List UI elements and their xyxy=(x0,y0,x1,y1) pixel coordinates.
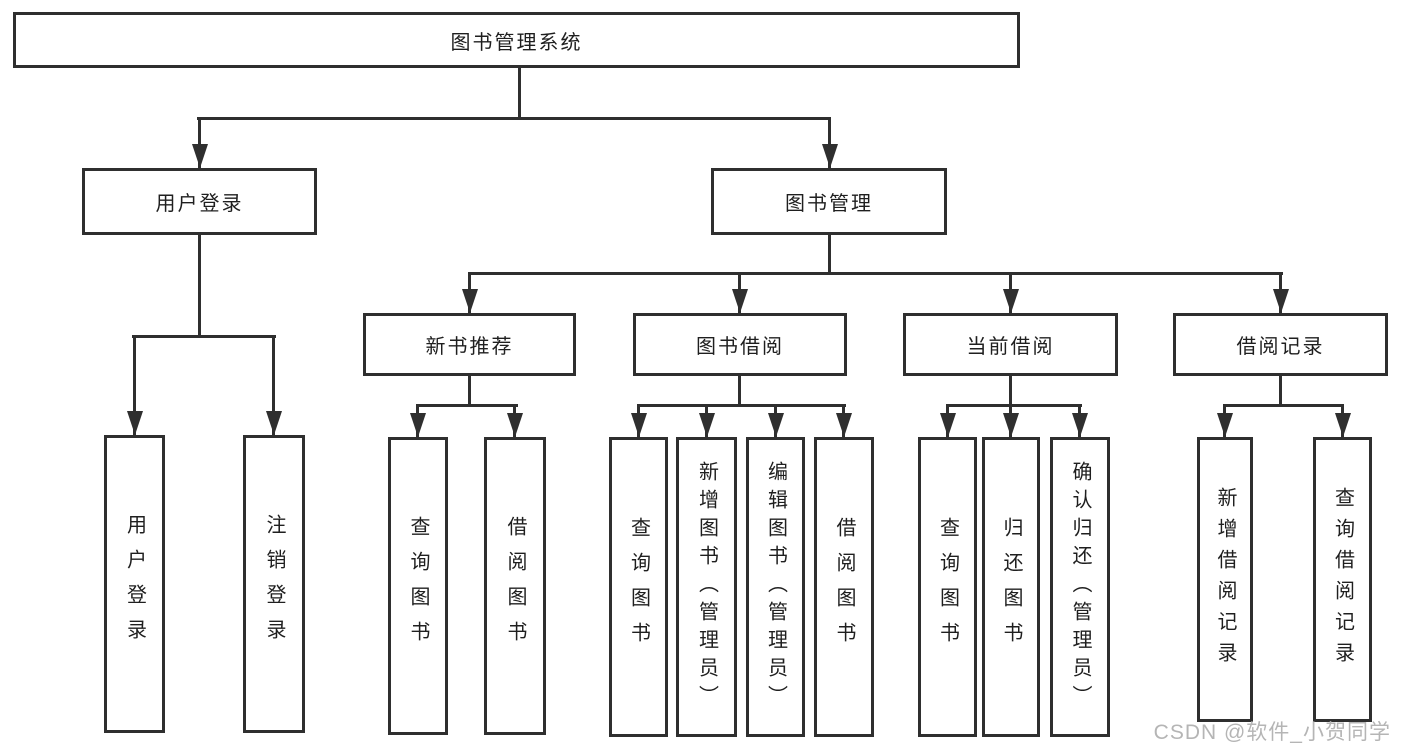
leaf-query-books-3-label: 查询图书 xyxy=(936,517,959,657)
leaf-return-book: 归还图书 xyxy=(982,437,1040,737)
leaf-return-book-label: 归还图书 xyxy=(1000,517,1022,657)
node-borrow-records-label: 借阅记录 xyxy=(1236,336,1325,358)
leaf-borrow-books-1-label: 借阅图书 xyxy=(504,516,526,656)
arrow-to-book-borrow xyxy=(731,273,748,313)
arrow-to-leaf-borrow-books-2 xyxy=(835,405,852,437)
node-current-borrow: 当前借阅 xyxy=(903,313,1118,376)
leaf-edit-book-admin: 编辑图书（管理员） xyxy=(746,437,805,737)
arrow-to-leaf-query-books-2 xyxy=(630,405,647,437)
node-library-system-label: 图书管理系统 xyxy=(450,31,583,54)
arrow-to-leaf-edit-book xyxy=(767,405,784,437)
leaf-borrow-books-1: 借阅图书 xyxy=(484,437,546,735)
arrow-to-book-mgmt xyxy=(821,118,838,168)
connector-borrow-records-stub xyxy=(1279,376,1282,406)
arrow-to-user-login xyxy=(191,118,208,168)
leaf-query-borrow-record: 查询借阅记录 xyxy=(1313,437,1372,722)
node-book-borrow: 图书借阅 xyxy=(633,313,847,376)
connector-user-login-stub xyxy=(198,234,201,337)
leaf-query-books-2-label: 查询图书 xyxy=(627,517,650,657)
arrow-to-leaf-logout xyxy=(265,336,282,435)
node-current-borrow-label: 当前借阅 xyxy=(966,336,1055,358)
node-book-mgmt: 图书管理 xyxy=(711,168,947,235)
leaf-user-login-label: 用户登录 xyxy=(123,514,146,654)
arrow-to-leaf-add-record xyxy=(1216,405,1233,437)
leaf-add-book-admin: 新增图书（管理员） xyxy=(676,437,737,737)
connector-level3 xyxy=(468,272,1283,275)
arrow-to-leaf-query-record xyxy=(1334,405,1351,437)
node-user-login-label: 用户登录 xyxy=(155,193,244,215)
node-new-book-rec-label: 新书推荐 xyxy=(425,336,514,358)
node-borrow-records: 借阅记录 xyxy=(1173,313,1388,376)
connector-user-login-children xyxy=(132,335,276,338)
leaf-confirm-return-admin: 确认归还（管理员） xyxy=(1050,437,1110,737)
arrow-to-leaf-add-book xyxy=(698,405,715,437)
leaf-query-books-1: 查询图书 xyxy=(388,437,448,735)
leaf-query-borrow-record-label: 查询借阅记录 xyxy=(1331,486,1354,673)
leaf-add-borrow-record-label: 新增借阅记录 xyxy=(1214,486,1236,673)
csdn-watermark: CSDN @软件_小贺同学 xyxy=(1153,721,1391,744)
connector-book-borrow-stub xyxy=(738,375,741,406)
connector-book-borrow-children xyxy=(637,404,846,407)
leaf-edit-book-admin-label: 编辑图书（管理员） xyxy=(764,461,787,713)
node-library-system: 图书管理系统 xyxy=(13,12,1020,68)
leaf-borrow-books-2: 借阅图书 xyxy=(814,437,874,737)
leaf-borrow-books-2-label: 借阅图书 xyxy=(833,517,855,657)
arrow-to-borrow-records xyxy=(1272,273,1289,313)
arrow-to-leaf-return-book xyxy=(1002,405,1019,437)
connector-root-stub xyxy=(518,67,521,118)
connector-current-borrow-stub xyxy=(1009,375,1012,406)
leaf-logout: 注销登录 xyxy=(243,435,305,733)
node-user-login: 用户登录 xyxy=(82,168,317,235)
connector-book-mgmt-stub xyxy=(828,234,831,274)
connector-current-borrow-children xyxy=(946,404,1082,407)
arrow-to-leaf-user-login xyxy=(126,336,143,435)
leaf-add-book-admin-label: 新增图书（管理员） xyxy=(695,461,718,713)
node-book-borrow-label: 图书借阅 xyxy=(696,336,784,358)
arrow-to-current-borrow xyxy=(1002,273,1019,313)
arrow-to-leaf-query-books-3 xyxy=(939,405,956,437)
leaf-query-books-2: 查询图书 xyxy=(609,437,668,737)
connector-new-book-rec-stub xyxy=(468,375,471,406)
connector-borrow-records-children xyxy=(1223,404,1344,407)
arrow-to-leaf-confirm-return xyxy=(1071,405,1088,437)
leaf-user-login: 用户登录 xyxy=(104,435,165,733)
leaf-logout-label: 注销登录 xyxy=(263,514,285,654)
arrow-to-leaf-borrow-books-1 xyxy=(506,405,523,437)
connector-level1 xyxy=(197,117,831,120)
node-new-book-rec: 新书推荐 xyxy=(363,313,576,376)
leaf-query-books-1-label: 查询图书 xyxy=(407,516,429,656)
leaf-add-borrow-record: 新增借阅记录 xyxy=(1197,437,1253,722)
arrow-to-new-book-rec xyxy=(461,273,478,313)
leaf-query-books-3: 查询图书 xyxy=(918,437,977,737)
leaf-confirm-return-admin-label: 确认归还（管理员） xyxy=(1069,461,1091,713)
node-book-mgmt-label: 图书管理 xyxy=(785,193,873,215)
connector-new-book-rec-children xyxy=(416,404,518,407)
arrow-to-leaf-query-books-1 xyxy=(409,405,426,437)
